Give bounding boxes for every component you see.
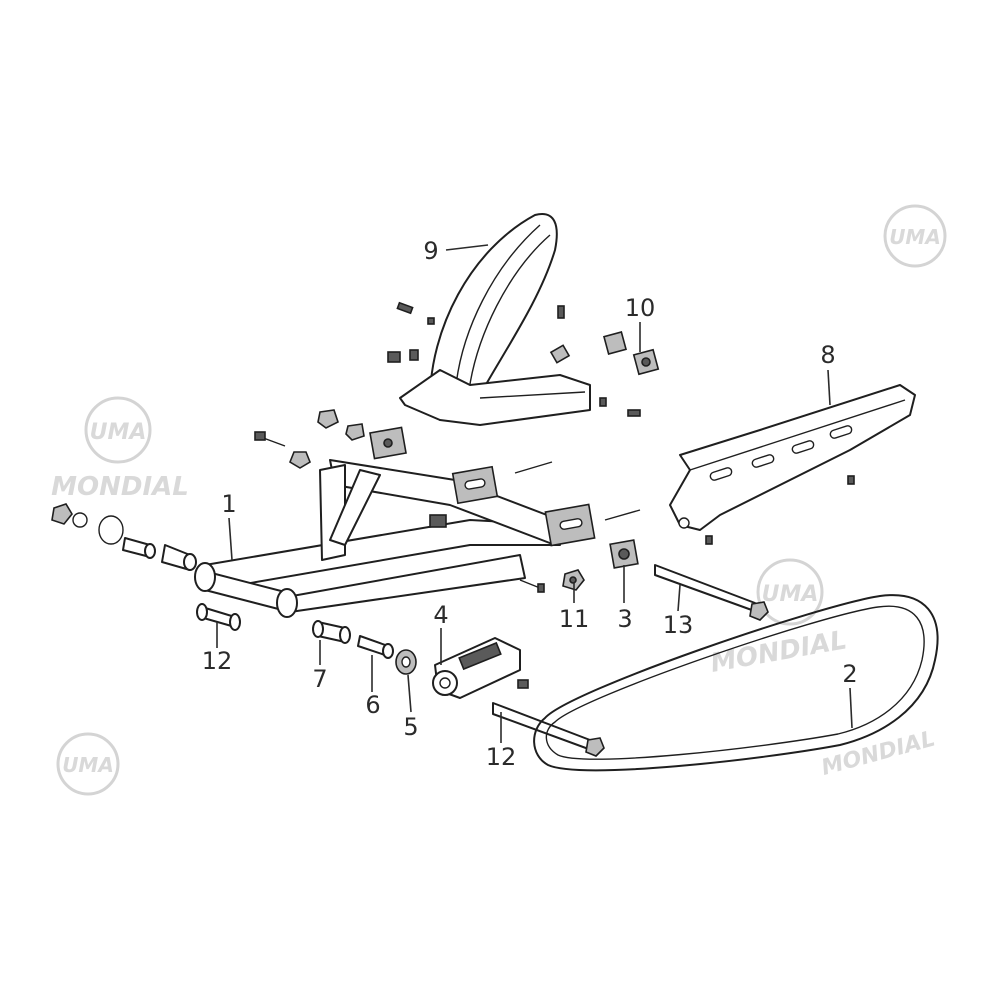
callout-12-axle: 12 — [486, 743, 517, 771]
callout-2: 2 — [842, 660, 857, 688]
watermark-logo-mid-right: UMA MONDIAL — [708, 558, 849, 679]
callout-4: 4 — [433, 601, 448, 629]
pivot-shaft-sleeve — [196, 603, 241, 631]
callout-11: 11 — [559, 605, 590, 633]
callout-1: 1 — [221, 490, 236, 518]
watermark-logo-text: UMA — [62, 753, 114, 777]
pivot-collar — [312, 620, 351, 644]
callout-13: 13 — [663, 611, 694, 639]
callout-6: 6 — [365, 691, 380, 719]
callout-9: 9 — [423, 237, 438, 265]
watermark-logo-left: UMA MONDIAL — [51, 396, 189, 502]
rear-axle — [654, 564, 769, 621]
callout-leaders — [216, 244, 853, 743]
swing-arm — [194, 409, 641, 618]
clip-nut — [602, 330, 660, 376]
bolt-nut — [562, 569, 585, 591]
callout-3: 3 — [617, 605, 632, 633]
chain-slider-block — [609, 539, 639, 569]
callout-labels: 1 2 3 4 5 6 7 8 9 10 11 12 12 13 — [202, 237, 858, 771]
callout-7: 7 — [312, 665, 327, 693]
watermark-brand-text: MONDIAL — [51, 472, 189, 502]
callout-8: 8 — [820, 341, 835, 369]
callout-12-pivot: 12 — [202, 647, 233, 675]
watermark-logo-bottom-left: UMA — [56, 732, 120, 796]
watermark-logo-text: UMA — [762, 582, 819, 607]
callout-5: 5 — [403, 713, 418, 741]
chain-adjuster — [432, 637, 529, 699]
watermark-logo-top-right: UMA — [883, 204, 947, 268]
watermark-logo-text: UMA — [90, 420, 147, 445]
washer — [395, 649, 417, 675]
pivot-bushing — [357, 635, 394, 659]
drive-chain — [533, 594, 939, 772]
axle-bolt — [492, 702, 605, 757]
rear-hugger-fender — [387, 213, 641, 426]
callout-10: 10 — [625, 294, 656, 322]
watermark-logo-text: UMA — [889, 225, 941, 249]
pivot-hardware — [51, 503, 197, 571]
chain-guard — [669, 384, 916, 545]
